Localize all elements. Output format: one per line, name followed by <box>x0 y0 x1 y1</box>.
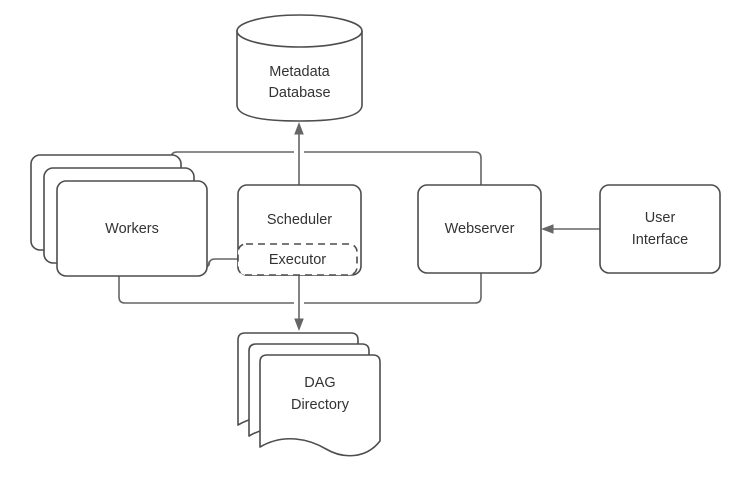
executor-box <box>237 243 358 276</box>
metadata-database-label-line1: Metadata <box>269 64 330 80</box>
webserver-label: Webserver <box>445 221 515 237</box>
workers-stack-front <box>56 180 208 277</box>
edge-webserver-to-dag-directory <box>304 272 482 304</box>
workers-label: Workers <box>105 221 159 237</box>
metadata-database-label-line2: Database <box>268 85 330 101</box>
arrowhead-to-metadata-database <box>294 122 304 135</box>
user-interface-box <box>599 184 721 274</box>
node-executor[interactable]: Executor <box>237 243 358 276</box>
node-dag-directory[interactable]: DAG Directory <box>237 332 381 457</box>
user-interface-label-line1: User <box>645 210 676 226</box>
edge-scheduler-to-metadata-database <box>294 122 304 185</box>
node-metadata-database[interactable]: Metadata Database <box>236 14 363 122</box>
scheduler-label: Scheduler <box>267 212 332 228</box>
edge-webserver-to-metadata-database <box>304 151 482 185</box>
executor-label: Executor <box>269 252 326 268</box>
arrowhead-to-dag-directory <box>294 318 304 331</box>
node-user-interface[interactable]: User Interface <box>599 184 721 274</box>
user-interface-label-line2: Interface <box>632 232 688 248</box>
dag-directory-label-line2: Directory <box>291 397 350 413</box>
dag-directory-stack-front <box>259 354 381 457</box>
edge-user-interface-to-webserver <box>541 224 600 234</box>
node-webserver[interactable]: Webserver <box>417 184 542 274</box>
dag-directory-label-line1: DAG <box>304 375 335 391</box>
edge-workers-to-dag-directory <box>118 276 294 304</box>
node-workers[interactable]: Workers <box>30 154 208 277</box>
arrowhead-to-webserver <box>541 224 554 234</box>
webserver-box <box>417 184 542 274</box>
edge-scheduler-to-dag-directory <box>294 275 304 331</box>
